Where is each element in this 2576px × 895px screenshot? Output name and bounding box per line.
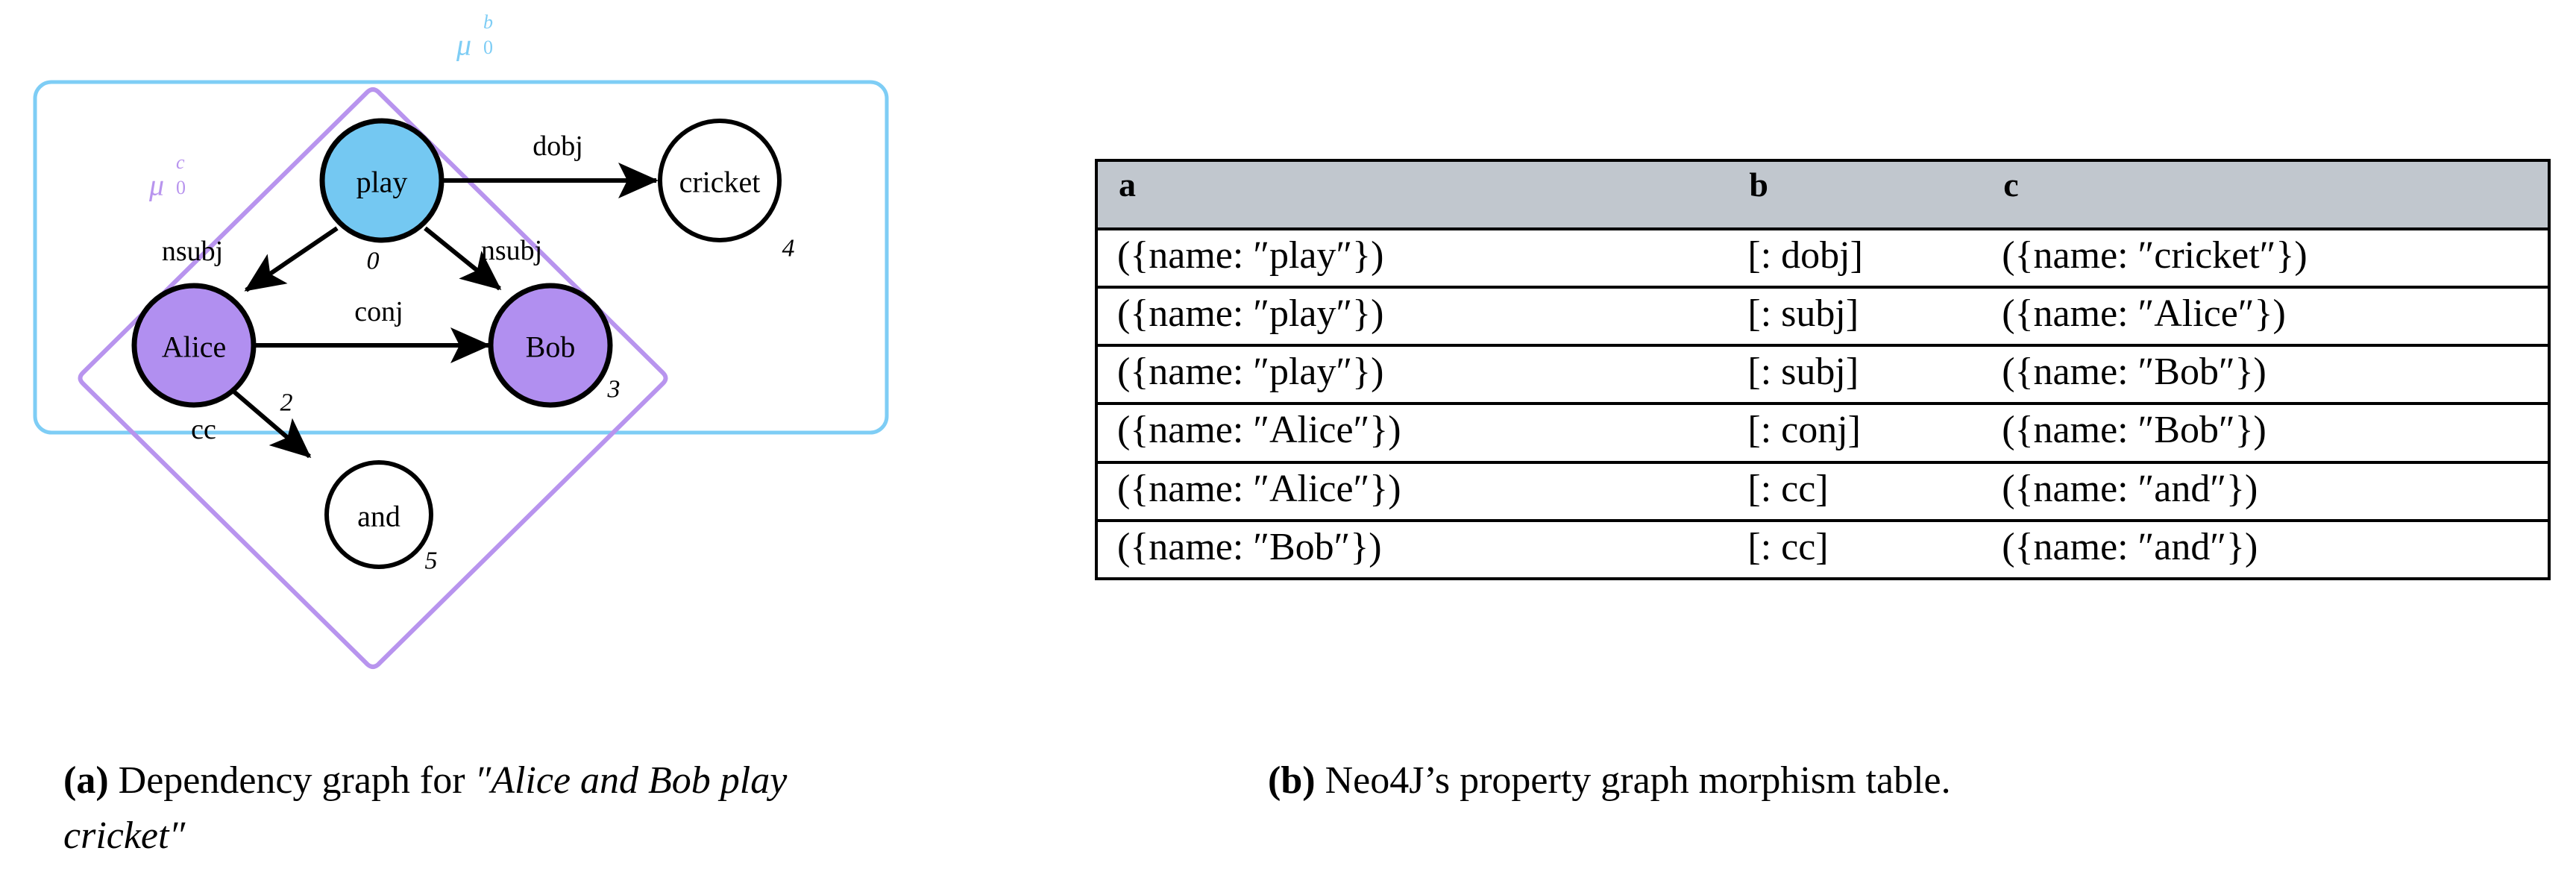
node-label-play: play [356, 166, 408, 199]
node-play[interactable]: play [319, 118, 444, 243]
cell-b: [: conj] [1728, 403, 1983, 464]
morphism-label-mu-0-c-sup: c [176, 151, 185, 173]
figure-b-morphism-table: a b c ({name: ″play″}) [: dobj] ({name: … [1095, 159, 2551, 580]
table-header-row: a b c [1096, 160, 2549, 230]
cell-c: ({name: ″Alice″}) [1982, 287, 2549, 348]
edge-label-dobj: dobj [533, 131, 583, 162]
edge-alice-bob: conj [251, 296, 491, 363]
cell-b: [: cc] [1728, 462, 1983, 522]
cell-b: [: dobj] [1728, 229, 1983, 289]
caption-b-text: Neo4J’s property graph morphism table. [1315, 759, 1951, 802]
edge-label-cc: cc [191, 414, 216, 445]
node-alice[interactable]: Alice [131, 283, 257, 408]
morphism-label-mu-0-c-base: μ [148, 169, 164, 202]
cell-c: ({name: ″cricket″}) [1982, 229, 2549, 289]
morphism-label-mu-0-b-sup: b [483, 11, 493, 33]
edge-play-bob: nsubj [424, 226, 542, 291]
cell-c: ({name: ″Bob″}) [1982, 345, 2549, 406]
morphism-label-mu-0-c: μ c 0 [148, 151, 186, 202]
edge-play-cricket: dobj [442, 131, 659, 198]
caption-a-marker: (a) [63, 759, 109, 802]
cell-a: ({name: ″play″}) [1096, 287, 1729, 348]
morphism-label-mu-0-c-sub: 0 [176, 177, 186, 198]
cell-b: [: subj] [1728, 345, 1983, 406]
caption-a-text: Dependency graph for [108, 759, 475, 802]
node-index-play: 0 [367, 248, 380, 275]
cell-a: ({name: ″play″}) [1096, 345, 1729, 406]
morphism-region-mu-0-b [33, 80, 889, 435]
column-header-b: b [1728, 160, 1983, 230]
cell-c: ({name: ″Bob″}) [1982, 403, 2549, 464]
cell-a: ({name: ″play″}) [1096, 229, 1729, 289]
edge-alice-and: cc [191, 387, 312, 459]
node-bob[interactable]: Bob 3 [488, 283, 621, 408]
cell-a: ({name: ″Alice″}) [1096, 462, 1729, 522]
morphism-label-mu-0-b-base: μ [456, 28, 471, 62]
node-index-and: 5 [425, 547, 438, 575]
table-row: ({name: ″Alice″}) [: conj] ({name: ″Bob″… [1096, 403, 2549, 464]
node-index-alice-out-edge: 2 [280, 389, 293, 417]
caption-a-quoted: ″Alice and Bob play cricket″ [63, 759, 788, 857]
morphism-label-mu-0-b: μ b 0 [456, 11, 493, 62]
cell-b: [: cc] [1747, 525, 1829, 568]
caption-figure-a: (a) Dependency graph for ″Alice and Bob … [63, 753, 906, 864]
morphism-region-mu-0-c [78, 87, 668, 669]
edge-label-conj: conj [354, 296, 403, 327]
column-header-c: c [1982, 160, 2549, 230]
node-index-cricket: 4 [782, 235, 795, 263]
node-label-cricket: cricket [679, 166, 761, 199]
table-row: ({name: ″play″}) [: dobj] ({name: ″crick… [1096, 229, 2549, 289]
table-row: ({name: ″Bob″}) [: cc] ({name: ″and″}) [1096, 521, 2549, 579]
table-row: ({name: ″play″}) [: subj] ({name: ″Bob″}… [1096, 345, 2549, 406]
cell-a: ({name: ″Bob″}) [1117, 525, 1382, 568]
cell-b: [: subj] [1728, 287, 1983, 348]
edge-label-nsubj-alice: nsubj [162, 236, 223, 267]
node-cricket[interactable]: cricket 4 [658, 119, 795, 263]
dependency-graph-svg: dobj nsubj nsubj conj cc play A [33, 11, 889, 669]
cell-c: ({name: ″and″}) [2002, 525, 2258, 568]
node-label-and: and [357, 500, 400, 533]
node-label-bob: Bob [526, 330, 576, 364]
morphism-table: a b c ({name: ″play″}) [: dobj] ({name: … [1095, 159, 2551, 580]
table-row: ({name: ″Alice″}) [: cc] ({name: ″and″}) [1096, 462, 2549, 522]
column-header-a: a [1096, 160, 1729, 230]
morphism-label-mu-0-b-sub: 0 [483, 37, 493, 58]
node-index-bob: 3 [607, 376, 621, 403]
table-row: ({name: ″play″}) [: subj] ({name: ″Alice… [1096, 287, 2549, 348]
edge-label-nsubj-bob: nsubj [481, 235, 542, 266]
cell-a: ({name: ″Alice″}) [1096, 403, 1729, 464]
cell-c: ({name: ″and″}) [1982, 462, 2549, 522]
node-label-alice: Alice [162, 330, 227, 364]
node-and[interactable]: and 5 [324, 460, 438, 575]
caption-b-marker: (b) [1268, 759, 1316, 802]
caption-figure-b: (b) Neo4J’s property graph morphism tabl… [1268, 753, 2461, 808]
figure-a-dependency-graph: dobj nsubj nsubj conj cc play A [0, 0, 1044, 895]
edge-play-alice: nsubj [162, 226, 339, 292]
